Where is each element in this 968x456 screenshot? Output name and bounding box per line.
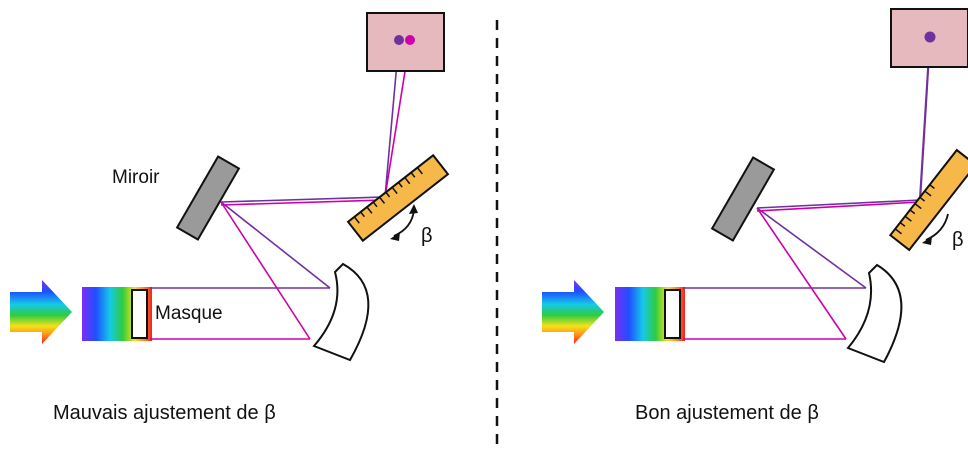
rotation-arrowhead-left-2: [390, 232, 400, 241]
rotation-arrowhead-right: [922, 236, 932, 245]
right-panel: β Bon ajustement de β: [542, 8, 968, 424]
mask-label: Masque: [155, 303, 223, 324]
curved-mirror-right: [846, 263, 903, 364]
beam-lines-left: [150, 39, 411, 340]
beta-label-left: β: [421, 225, 433, 247]
mirror-right: [710, 156, 776, 242]
input-beam-arrow-right: [542, 280, 604, 344]
beta-label-right: β: [952, 229, 964, 251]
input-beam-arrow-left: [10, 280, 72, 344]
mask-left: [131, 289, 148, 339]
spot-violet-left: [394, 35, 404, 45]
curved-mirror-left: [312, 262, 370, 362]
mask-right: [664, 289, 681, 339]
caption-left: Mauvais ajustement de β: [53, 402, 276, 424]
grating-left: [346, 153, 450, 243]
grating-right: [888, 148, 968, 252]
mirror-label: Miroir: [112, 167, 160, 188]
mirror-left: [175, 155, 241, 241]
left-panel: Masque Miroir: [10, 12, 450, 424]
caption-right: Bon ajustement de β: [635, 402, 819, 424]
beam-lines-right: [683, 37, 932, 340]
spot-right: [924, 31, 936, 43]
spot-magenta-left: [405, 35, 415, 45]
rotation-arrowhead-left: [409, 204, 418, 214]
